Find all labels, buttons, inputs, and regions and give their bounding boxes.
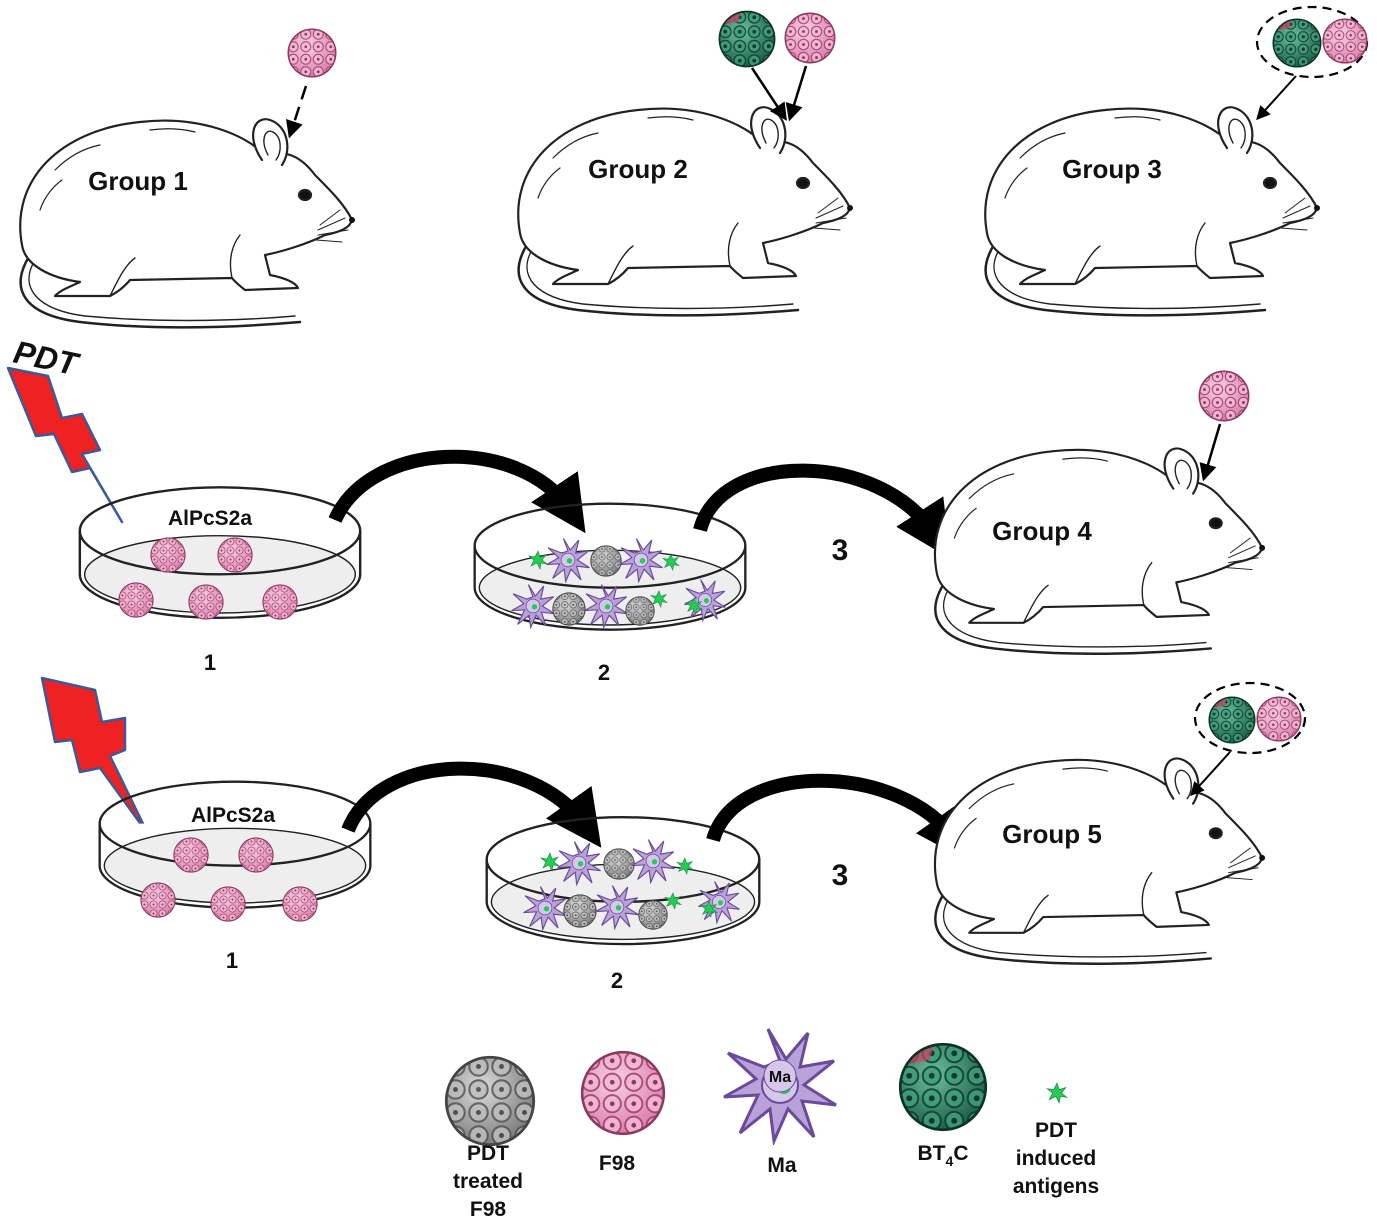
drug-label: AlPcS2a [191,804,275,827]
group-1-rat: Group 1 [18,117,357,329]
f98-cell-icon [238,837,274,873]
pdt-treated-cell-icon [603,848,635,880]
bt4c-cell-icon [1208,696,1256,744]
legend-antigens-line1: PDT [1035,1119,1077,1142]
pdt-treated-cell-icon [638,900,668,930]
rat-icon [18,117,357,329]
f98-cell-icon [118,582,154,618]
f98-cell-icon [580,1050,666,1136]
step-3-label: 3 [832,859,849,892]
bt4c-cell-icon [1272,18,1322,68]
drug-label: AlPcS2a [168,507,252,530]
curved-arrow-icon [693,463,951,559]
curved-arrow-icon [341,761,602,848]
step-2-label: 2 [611,968,623,993]
f98-cell-icon [1322,18,1368,64]
legend-f98-label: F98 [599,1152,636,1175]
group-2-rat: Group 2 [516,105,855,317]
legend-pdt-treated-line2: treated [453,1170,523,1193]
pdt-treated-cell-icon [444,1055,536,1147]
legend-antigens: PDT induced antigens [1013,1082,1099,1198]
injection-arrow [785,65,808,122]
step-1-label: 1 [226,948,238,973]
legend-ma: Ma Ma [722,1027,838,1177]
f98-cell-icon [217,537,253,573]
group-5-label: Group 5 [1002,819,1102,849]
curved-arrow-icon [706,773,972,863]
lightning-icon [40,676,150,836]
legend-pdt-treated-line1: PDT [467,1142,509,1165]
group-4-rat: Group 4 [933,447,1267,655]
f98-cell-icon [784,12,836,64]
rat-icon [933,447,1267,655]
group-1-label: Group 1 [88,166,188,196]
legend-f98: F98 [580,1050,666,1175]
legend-ma-label: Ma [767,1154,796,1177]
step-2-label: 2 [598,660,610,685]
legend-antigens-line3: antigens [1013,1175,1099,1198]
legend-bt4c: BT4C [898,1042,988,1169]
legend-bt4c-label: BT4C [918,1142,969,1169]
f98-cell-icon [262,584,298,620]
injection-arrow [1199,423,1222,482]
f98-cell-icon [150,537,186,573]
rat-icon [983,105,1322,317]
legend-pdt-treated: PDT treated F98 [444,1055,536,1219]
f98-cell-icon [1198,370,1250,422]
pdt-treated-cell-icon [552,592,586,626]
f98-cell-icon [210,886,246,922]
f98-cell-icon [287,28,337,78]
step-3-label: 3 [832,534,849,567]
pdt-treated-cell-icon [563,894,597,928]
pdt-treated-cell-icon [590,545,622,577]
legend-ma-icon-label: Ma [769,1069,791,1086]
f98-cell-icon [188,584,224,620]
f98-cell-icon [1256,696,1302,742]
step-1-label: 1 [204,650,216,675]
group-3-label: Group 3 [1062,154,1162,184]
bt4c-cell-icon [718,10,776,68]
lightning-icon [6,366,124,524]
group-3-rat: Group 3 [983,105,1322,317]
f98-cell-icon [140,882,176,918]
petri-dish-1: AlPcS2a [78,486,362,620]
legend-antigens-line2: induced [1016,1147,1097,1170]
co-injection-outline [1193,681,1307,755]
f98-cell-icon [282,886,318,922]
pdt-treated-cell-icon [625,596,655,626]
legend: PDT treated F98 F98 Ma Ma BT4C PDT induc… [444,1027,1099,1219]
injection-arrow [1256,75,1297,121]
injection-arrow [1190,751,1231,797]
petri-dish-3: AlPcS2a [98,780,372,922]
group-4-label: Group 4 [992,516,1092,546]
injection-arrow [750,67,787,121]
injection-arrow [286,85,308,139]
group-5-rat: Group 5 [933,757,1267,965]
curved-arrow-icon [328,449,586,534]
bt4c-cell-icon [898,1042,988,1132]
group-2-label: Group 2 [588,154,688,184]
antigen-icon [1046,1082,1068,1104]
f98-cell-icon [173,837,209,873]
legend-pdt-treated-line3: F98 [470,1198,507,1219]
rat-icon [933,757,1267,965]
macrophage-nucleus [763,1059,797,1093]
rat-icon [516,105,855,317]
